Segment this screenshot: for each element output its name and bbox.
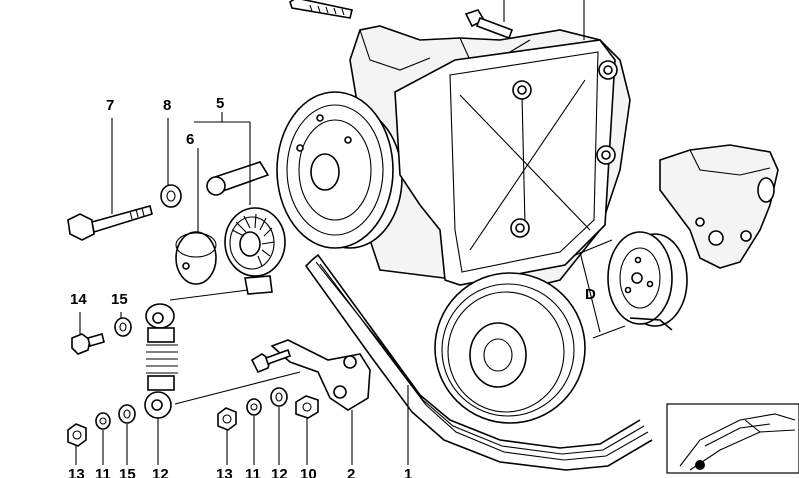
label-5: 5: [216, 95, 224, 112]
label-1: 1: [404, 466, 412, 478]
washer-15-left: [118, 404, 136, 424]
tensioner-idler-6: [175, 161, 270, 285]
label-7: 7: [106, 97, 114, 114]
tensioner-pulley-5: [224, 207, 286, 295]
mounting-bracket: [394, 39, 618, 286]
nut-13-mid: [217, 407, 237, 431]
water-pump: [659, 144, 779, 269]
label-8: 8: [163, 97, 171, 114]
label-11-mid: 11: [245, 466, 261, 478]
dimension-d-label: D: [585, 286, 596, 303]
washer-15: [114, 317, 132, 337]
tensioner-damper: [144, 303, 178, 419]
label-6: 6: [186, 131, 194, 148]
label-13-mid: 13: [216, 466, 233, 478]
ribbed-belt: [304, 253, 673, 471]
bolt-7: [67, 205, 153, 241]
car-thumbnail-inset: [666, 403, 799, 474]
location-marker-icon: [695, 460, 705, 470]
label-10-mid: 10: [300, 466, 317, 478]
callout-labels: 7 8 5 6 14 15 13 11 15 12 13 11 12 10 2 …: [68, 95, 412, 478]
label-12-left: 12: [152, 466, 169, 478]
ac-compressor-pulley: [276, 91, 403, 249]
nut-10-mid: [295, 395, 319, 419]
tensioner-bracket-arm: [250, 339, 371, 411]
top-bolt: [289, 0, 353, 19]
nut-13-left: [67, 423, 87, 447]
water-pump-pulley: [607, 231, 688, 327]
screw-14: [71, 333, 105, 355]
small-top-bolt: [464, 9, 514, 40]
label-2: 2: [347, 466, 355, 478]
label-12-mid: 12: [271, 466, 288, 478]
label-15: 15: [111, 291, 128, 308]
washer-12-mid: [270, 387, 288, 407]
label-13-left: 13: [68, 466, 85, 478]
label-14: 14: [70, 291, 87, 308]
washer-11-left: [95, 412, 111, 430]
label-15-bottom: 15: [119, 466, 136, 478]
washer-8: [160, 184, 182, 208]
label-11-left: 11: [95, 466, 111, 478]
washer-11-mid: [246, 398, 262, 416]
crankshaft-pulley: [434, 272, 586, 424]
leader-lines: [75, 0, 585, 465]
dimension-d: D: [572, 239, 626, 339]
